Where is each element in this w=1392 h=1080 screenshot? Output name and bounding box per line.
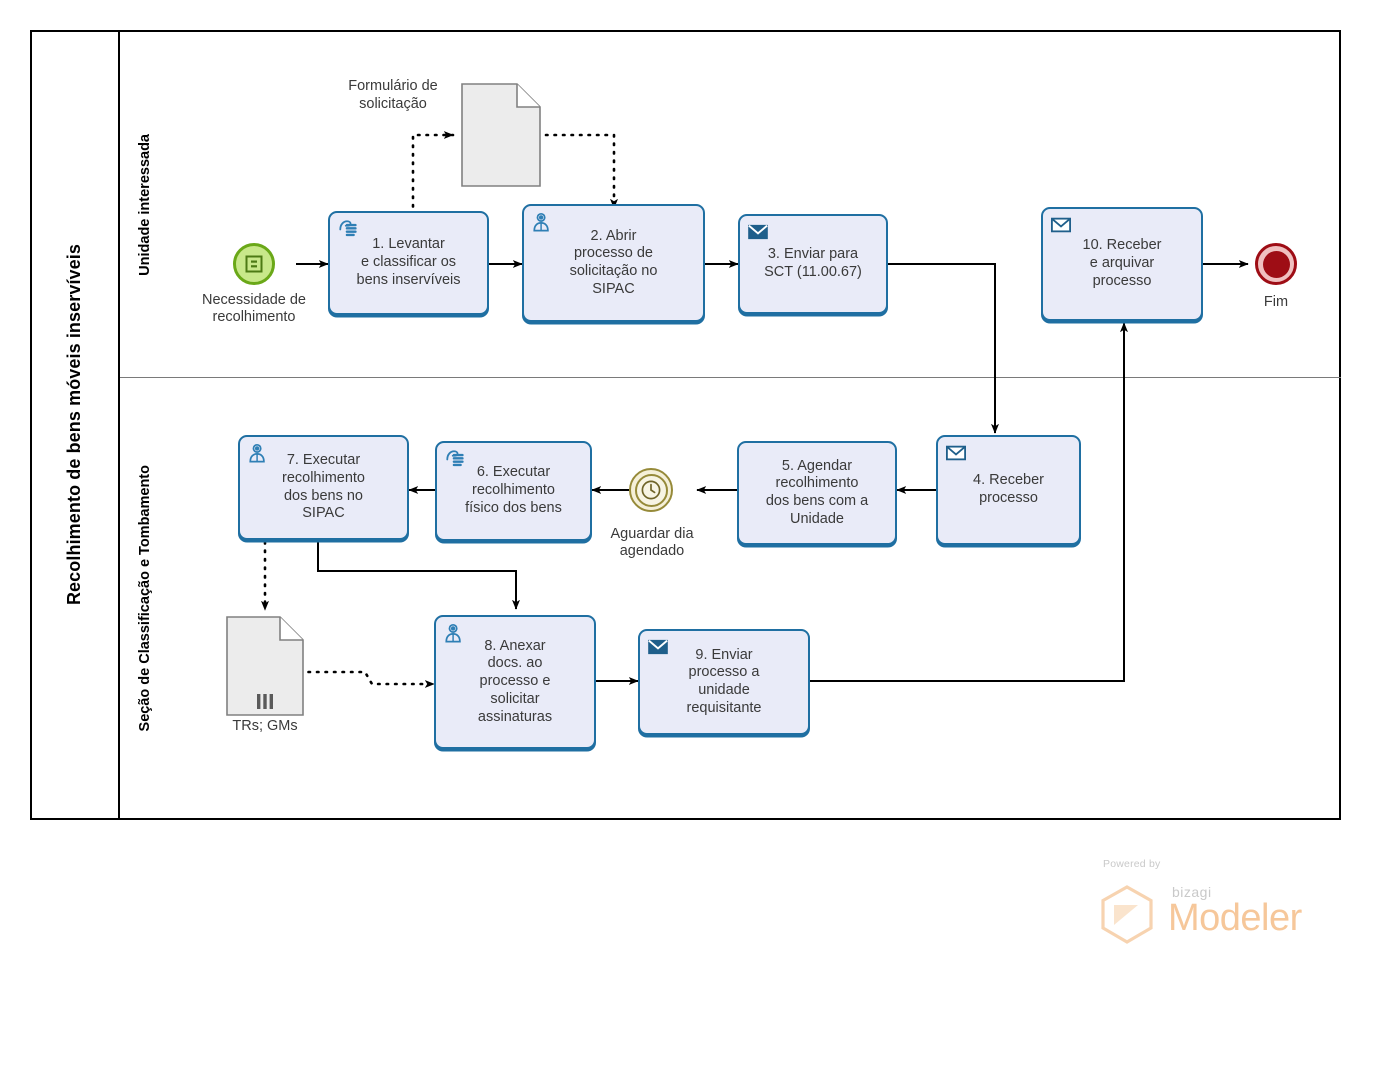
start-event-caption: Necessidade de recolhimento	[202, 292, 306, 326]
task-2-abrir-processo-sipac[interactable]: 2. Abrir processo de solicitação no SIPA…	[522, 204, 705, 322]
lane-label-secao-classificacao: Seção de Classificação e Tombamento	[137, 465, 153, 732]
task-3-label: 3. Enviar para SCT (11.00.67)	[764, 246, 862, 280]
pool-title: Recolhimento de bens móveis inservíveis	[63, 244, 84, 606]
task-7-executar-recolhimento-sipac[interactable]: 7. Executar recolhimento dos bens no SIP…	[238, 435, 409, 540]
task-8-anexar-docs-solicitar-assinaturas[interactable]: 8. Anexar docs. ao processo e solicitar …	[434, 615, 596, 749]
task-7-label: 7. Executar recolhimento dos bens no SIP…	[281, 452, 365, 522]
task-4-receber-processo[interactable]: 4. Receber processo	[936, 435, 1081, 545]
receive-task-envelope-icon	[1051, 217, 1071, 233]
receive-task-envelope-icon	[946, 445, 966, 461]
send-task-envelope-icon	[648, 639, 668, 655]
send-task-envelope-icon	[748, 224, 768, 240]
timer-event-caption: Aguardar dia agendado	[610, 526, 694, 560]
task-2-label: 2. Abrir processo de solicitação no SIPA…	[569, 227, 658, 297]
lane-divider	[120, 377, 1341, 378]
lane-header-secao-classificacao: Seção de Classificação e Tombamento	[122, 379, 168, 818]
watermark-brand: bizagi	[1172, 884, 1212, 900]
timer-event-ring	[634, 473, 668, 507]
clock-icon	[641, 480, 661, 500]
task-6-label: 6. Executar recolhimento físico dos bens	[465, 464, 562, 516]
watermark-product: Modeler	[1168, 897, 1302, 939]
task-4-label: 4. Receber processo	[973, 472, 1044, 506]
end-event[interactable]	[1255, 243, 1297, 285]
user-task-person-icon	[249, 443, 265, 463]
data-object-formulario-de-solicitacao	[461, 83, 541, 187]
data-object-trs-gms-caption: TRs; GMs	[232, 718, 298, 734]
user-task-person-icon	[445, 623, 461, 643]
task-9-enviar-processo-unidade[interactable]: 9. Enviar processo a unidade requisitant…	[638, 629, 810, 735]
lane-label-unidade-interessada: Unidade interessada	[137, 133, 153, 276]
task-5-label: 5. Agendar recolhimento dos bens com a U…	[765, 457, 869, 527]
task-1-label: 1. Levantar e classificar os bens inserv…	[356, 236, 461, 288]
start-event[interactable]	[233, 243, 275, 285]
task-5-agendar-recolhimento[interactable]: 5. Agendar recolhimento dos bens com a U…	[737, 441, 897, 545]
end-event-caption: Fim	[1263, 294, 1289, 310]
end-event-inner	[1262, 250, 1290, 278]
task-9-label: 9. Enviar processo a unidade requisitant…	[686, 646, 762, 716]
watermark-powered-by: Powered by	[1103, 858, 1161, 870]
collection-marker-icon	[257, 694, 273, 709]
task-1-levantar-classificar[interactable]: 1. Levantar e classificar os bens inserv…	[328, 211, 489, 315]
bizagi-hexagon-logo-icon	[1101, 885, 1153, 944]
pool-title-cell: Recolhimento de bens móveis inservíveis	[30, 30, 120, 820]
data-object-formulario-caption: Formulário de solicitação	[348, 78, 438, 112]
task-6-executar-recolhimento-fisico[interactable]: 6. Executar recolhimento físico dos bens	[435, 441, 592, 541]
lane-header-unidade-interessada: Unidade interessada	[122, 32, 168, 377]
task-3-enviar-para-sct[interactable]: 3. Enviar para SCT (11.00.67)	[738, 214, 888, 314]
timer-intermediate-event[interactable]	[629, 468, 673, 512]
user-task-person-icon	[533, 212, 549, 232]
form-start-icon	[245, 255, 263, 273]
task-10-receber-arquivar-processo[interactable]: 10. Receber e arquivar processo	[1041, 207, 1203, 321]
data-object-trs-gms	[226, 616, 304, 716]
task-10-label: 10. Receber e arquivar processo	[1082, 237, 1162, 289]
task-8-label: 8. Anexar docs. ao processo e solicitar …	[477, 637, 553, 725]
